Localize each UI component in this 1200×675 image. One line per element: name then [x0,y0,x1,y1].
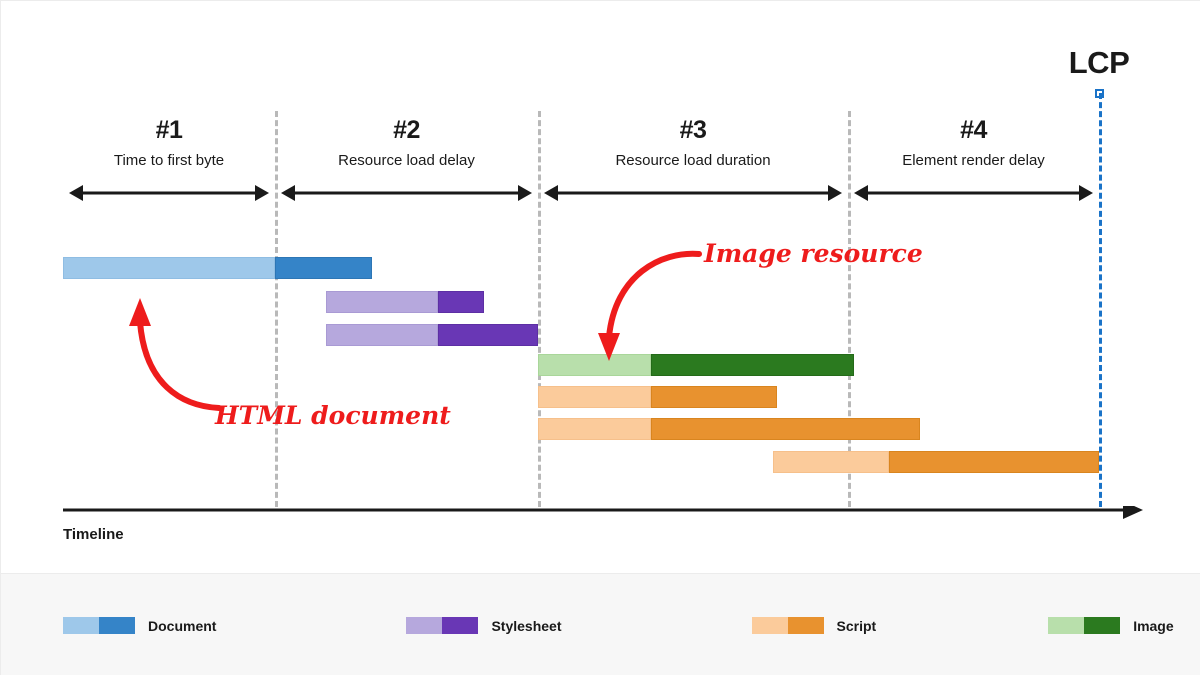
legend-label: Stylesheet [491,617,562,634]
phase-name: Resource load duration [615,152,771,169]
phase-measure-arrow-icon [544,185,842,201]
lcp-label: LCP [1068,45,1130,80]
resource-bar-script [538,418,920,440]
resource-bar-document [63,257,372,279]
bar-segment-wait [326,291,438,313]
lcp-marker-group: LCP [1,1,1200,573]
legend-swatch-icon [1048,617,1121,634]
phase-number: #3 [679,116,707,144]
bar-segment-wait [773,451,889,473]
annotation-text: Image resource [704,239,923,268]
legend-item-stylesheet[interactable]: Stylesheet [406,617,562,634]
resource-bar-script [773,451,1099,473]
bar-segment-wait [63,257,275,279]
legend-swatch-light [751,617,788,634]
phase-divider-1 [275,111,278,507]
bar-segment-wait [326,324,438,346]
legend-swatch-light [406,617,443,634]
bar-segment-download [651,354,854,376]
bar-segment-download [889,451,1099,473]
phase-name: Time to first byte [113,152,225,169]
legend-label: Image [1133,617,1174,634]
bar-segment-download [651,386,777,408]
phase-name: Resource load delay [338,152,475,169]
timeline-axis-label: Timeline [63,526,124,543]
lcp-dashed-line [1099,93,1102,507]
phase-number: #4 [960,116,987,144]
legend-label: Document [148,617,217,634]
legend-item-document[interactable]: Document [63,617,216,634]
bar-segment-download [438,324,538,346]
bar-segment-wait [538,354,651,376]
resource-bar-image [538,354,854,376]
bar-segment-download [438,291,484,313]
bar-segment-wait [538,418,651,440]
legend-label: Script [836,617,877,634]
phase-measure-arrow-icon [854,185,1093,201]
timeline-axis [63,506,1143,519]
resource-bar-stylesheet [326,291,484,313]
legend-item-script[interactable]: Script [751,617,877,634]
legend-swatch-dark [442,617,479,634]
legend-swatch-light [63,617,99,634]
phase-number: #1 [155,116,183,144]
phase-measure-arrow-icon [69,185,269,201]
legend-swatch-dark [787,617,824,634]
image-resource-arrow-icon [598,250,702,361]
phase-measure-arrow-icon [281,185,532,201]
resource-bar-script [538,386,777,408]
legend-item-image[interactable]: Image [1048,617,1174,634]
bar-segment-wait [538,386,651,408]
legend-items: Document Stylesheet Script Image [63,617,1174,634]
annotation-text: HTML document [215,401,451,430]
bar-segment-download [651,418,920,440]
phase-divider-2 [538,111,541,507]
bar-segment-download [275,257,372,279]
legend-swatch-dark [1084,617,1121,634]
html-document-arrow-icon [129,298,222,411]
legend-swatch-icon [406,617,479,634]
phase-number: #2 [393,116,420,144]
phase-divider-3 [848,111,851,507]
legend-swatch-dark [99,617,135,634]
legend-swatch-light [1048,617,1085,634]
resource-bar-stylesheet [326,324,538,346]
legend-strip: Document Stylesheet Script Image [1,573,1200,675]
phase-name: Element render delay [902,152,1045,169]
legend-swatch-icon [751,617,824,634]
legend-swatch-icon [63,617,135,634]
